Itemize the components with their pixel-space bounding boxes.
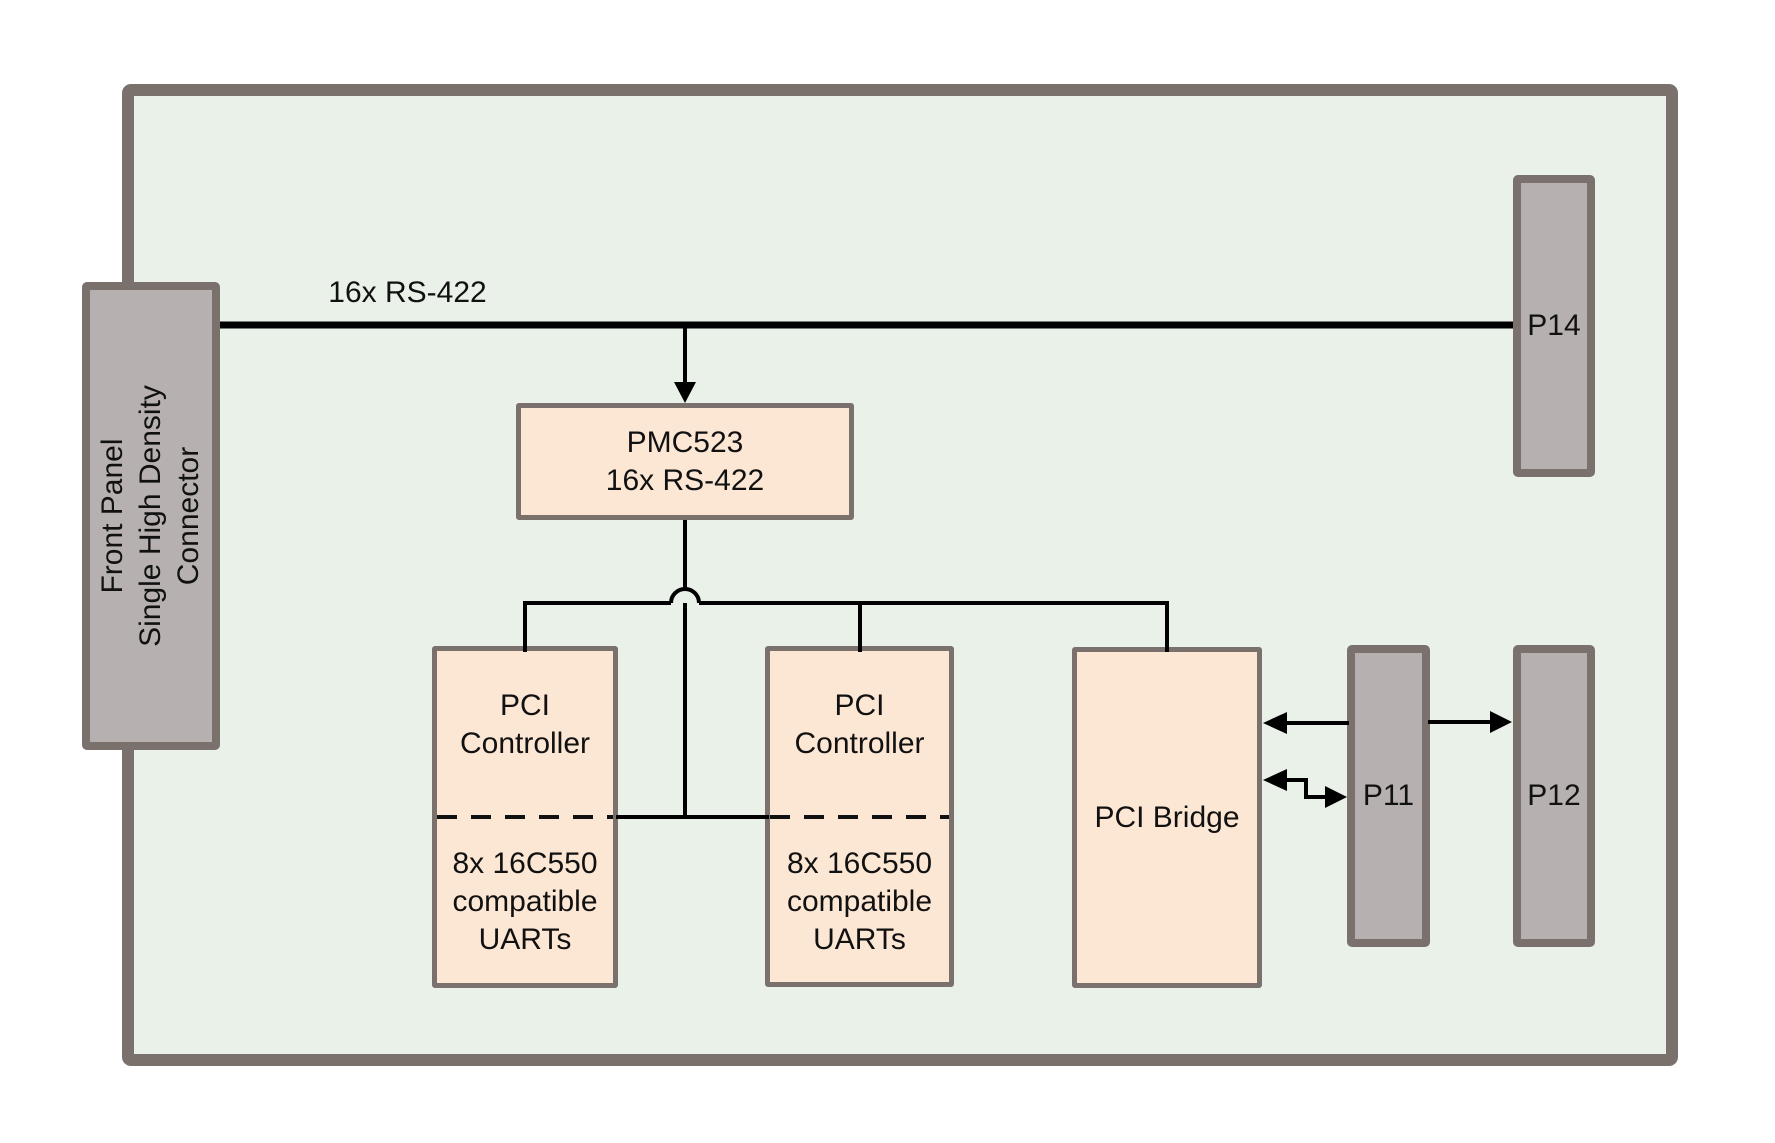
pci-controller-1-top-section: PCI Controller <box>437 651 613 817</box>
pci-controller-1-uart-line1: 8x 16C550 <box>452 847 598 880</box>
pci-controller-2-uart-line1: 8x 16C550 <box>786 846 933 880</box>
p11-label: P11 <box>1362 779 1415 812</box>
front-panel-connector: Front Panel Single High Density Connecto… <box>82 282 220 750</box>
connector-label-line1: Front Panel <box>96 438 130 594</box>
pci-controller-1-uart-line3: UARTs <box>478 923 572 956</box>
pci-controller-2: PCI Controller 8x 16C550 compatible UART… <box>765 646 954 987</box>
connector-p12: P12 <box>1513 645 1595 947</box>
rs422-bus-label: 16x RS-422 <box>328 276 487 309</box>
pci-controller-1-label-line1: PCI <box>499 689 550 722</box>
pci-controller-1-uart-line2: compatible <box>452 885 598 918</box>
pci-controller-1-uart-section: 8x 16C550 compatible UARTs <box>437 821 613 983</box>
front-panel-connector-label: Front Panel Single High Density Connecto… <box>94 385 208 647</box>
pci-controller-2-label-line1: PCI <box>834 689 885 722</box>
pci-controller-2-uart-line3: UARTs <box>813 922 906 956</box>
connector-p14: P14 <box>1513 175 1595 477</box>
connector-p11: P11 <box>1347 645 1430 947</box>
pci-controller-1-label-line2: Controller <box>459 727 591 760</box>
p12-label: P12 <box>1527 779 1581 812</box>
pmc523-label-line1: PMC523 <box>626 425 744 459</box>
pci-controller-2-uart-section: 8x 16C550 compatible UARTs <box>770 821 949 982</box>
pmc523-label-line2: 16x RS-422 <box>605 463 765 497</box>
connector-label-line3: Connector <box>172 446 206 586</box>
pci-bridge-label: PCI Bridge <box>1094 800 1240 834</box>
pci-controller-1: PCI Controller 8x 16C550 compatible UART… <box>432 646 618 988</box>
pmc523-module: PMC523 16x RS-422 <box>516 403 854 520</box>
p14-label: P14 <box>1527 309 1581 342</box>
pci-controller-2-top-section: PCI Controller <box>770 651 949 817</box>
pci-controller-1-divider <box>437 815 613 819</box>
connector-label-line2: Single High Density <box>134 385 168 647</box>
pci-controller-2-divider <box>770 815 949 819</box>
pci-controller-2-label-line2: Controller <box>794 727 925 760</box>
pci-bridge: PCI Bridge <box>1072 647 1262 988</box>
pci-controller-2-uart-line2: compatible <box>786 884 933 918</box>
